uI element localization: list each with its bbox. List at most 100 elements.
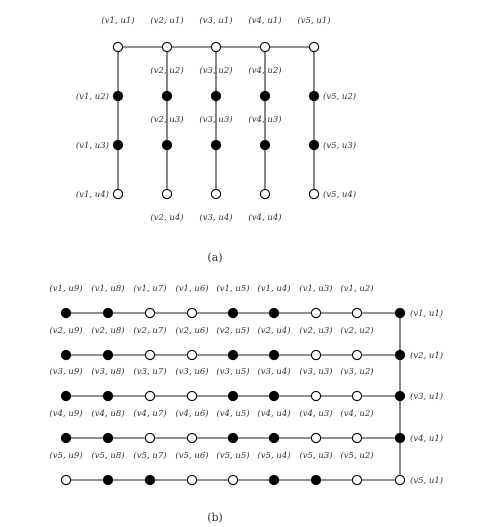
- vertex-label: (v5, u8): [91, 450, 124, 461]
- diagram-a-grid-graph: (v1, u1)(v2, u1)(v3, u1)(v4, u1)(v5, u1)…: [76, 15, 356, 223]
- vertex-label: (v4, u3): [299, 408, 332, 419]
- vertex-label: (v2, u4): [150, 212, 183, 223]
- vertex-label: (v3, u8): [91, 366, 124, 377]
- vertex-node: [60, 349, 72, 361]
- vertex-label: (v5, u2): [340, 450, 373, 461]
- vertex-label: (v4, u2): [340, 408, 373, 419]
- diagram-b-grid-graph: (v1, u9)(v1, u8)(v1, u7)(v1, u6)(v1, u5)…: [49, 283, 443, 486]
- vertex-label: (v3, u2): [199, 65, 232, 76]
- vertex-label: (v1, u3): [76, 140, 109, 151]
- vertex-node: [210, 41, 222, 53]
- vertex-label: (v2, u9): [49, 325, 82, 336]
- vertex-label: (v3, u4): [257, 366, 290, 377]
- vertex-node: [227, 432, 239, 444]
- vertex-label: (v2, u2): [340, 325, 373, 336]
- vertex-label: (v1, u4): [257, 283, 290, 294]
- vertex-label: (v5, u1): [297, 15, 330, 26]
- vertex-label: (v5, u6): [175, 450, 208, 461]
- vertex-node: [102, 307, 114, 319]
- vertex-label: (v4, u9): [49, 408, 82, 419]
- vertex-label: (v1, u9): [49, 283, 82, 294]
- vertex-label: (v2, u2): [150, 65, 183, 76]
- vertex-label: (v5, u4): [257, 450, 290, 461]
- vertex-label: (v4, u8): [91, 408, 124, 419]
- vertex-node: [186, 349, 198, 361]
- vertex-label: (v3, u1): [199, 15, 232, 26]
- vertex-label: (v1, u8): [91, 283, 124, 294]
- vertex-node: [161, 139, 173, 151]
- vertex-node: [351, 474, 363, 486]
- vertex-node: [102, 432, 114, 444]
- vertex-label: (v4, u1): [248, 15, 281, 26]
- vertex-node: [144, 474, 156, 486]
- vertex-label: (v5, u1): [410, 475, 443, 486]
- vertex-node: [102, 474, 114, 486]
- vertex-node: [210, 188, 222, 200]
- vertex-label: (v5, u3): [299, 450, 332, 461]
- vertex-label: (v1, u7): [133, 283, 166, 294]
- vertex-node: [161, 188, 173, 200]
- vertex-node: [268, 474, 280, 486]
- vertex-label: (v4, u1): [410, 433, 443, 444]
- vertex-label: (v2, u5): [216, 325, 249, 336]
- vertex-node: [351, 307, 363, 319]
- vertex-node: [268, 432, 280, 444]
- vertex-node: [268, 390, 280, 402]
- vertex-label: (v5, u5): [216, 450, 249, 461]
- vertex-node: [268, 349, 280, 361]
- vertex-node: [144, 432, 156, 444]
- vertex-node: [60, 307, 72, 319]
- vertex-node: [351, 390, 363, 402]
- vertex-node: [308, 41, 320, 53]
- vertex-label: (v2, u4): [257, 325, 290, 336]
- vertex-node: [308, 90, 320, 102]
- vertex-label: (v1, u6): [175, 283, 208, 294]
- vertex-label: (v3, u1): [410, 391, 443, 402]
- vertex-label: (v5, u2): [323, 91, 356, 102]
- vertex-node: [259, 188, 271, 200]
- vertex-label: (v3, u3): [299, 366, 332, 377]
- vertex-node: [394, 349, 406, 361]
- vertex-label: (v2, u1): [410, 350, 443, 361]
- vertex-label: (v3, u3): [199, 114, 232, 125]
- vertex-node: [227, 307, 239, 319]
- vertex-node: [60, 474, 72, 486]
- vertex-node: [259, 90, 271, 102]
- vertex-node: [227, 349, 239, 361]
- vertex-label: (v1, u4): [76, 189, 109, 200]
- vertex-node: [259, 139, 271, 151]
- vertex-label: (v5, u4): [323, 189, 356, 200]
- vertex-node: [308, 188, 320, 200]
- vertex-node: [268, 307, 280, 319]
- vertex-label: (v1, u3): [299, 283, 332, 294]
- vertex-label: (v2, u1): [150, 15, 183, 26]
- vertex-label: (v3, u9): [49, 366, 82, 377]
- vertex-label: (v4, u3): [248, 114, 281, 125]
- vertex-node: [394, 474, 406, 486]
- vertex-node: [144, 307, 156, 319]
- vertex-label: (v4, u4): [257, 408, 290, 419]
- vertex-label: (v1, u2): [340, 283, 373, 294]
- vertex-node: [394, 432, 406, 444]
- vertex-node: [394, 390, 406, 402]
- vertex-node: [394, 307, 406, 319]
- vertex-node: [161, 41, 173, 53]
- vertex-node: [60, 432, 72, 444]
- vertex-label: (v2, u3): [299, 325, 332, 336]
- vertex-node: [310, 349, 322, 361]
- vertex-node: [310, 474, 322, 486]
- vertex-node: [144, 349, 156, 361]
- vertex-node: [102, 349, 114, 361]
- caption-b: (b): [207, 511, 223, 524]
- vertex-label: (v3, u7): [133, 366, 166, 377]
- vertex-node: [144, 390, 156, 402]
- vertex-label: (v3, u4): [199, 212, 232, 223]
- vertex-label: (v3, u5): [216, 366, 249, 377]
- vertex-label: (v1, u2): [76, 91, 109, 102]
- vertex-node: [102, 390, 114, 402]
- vertex-node: [351, 349, 363, 361]
- vertex-label: (v5, u7): [133, 450, 166, 461]
- vertex-node: [186, 390, 198, 402]
- vertex-label: (v4, u2): [248, 65, 281, 76]
